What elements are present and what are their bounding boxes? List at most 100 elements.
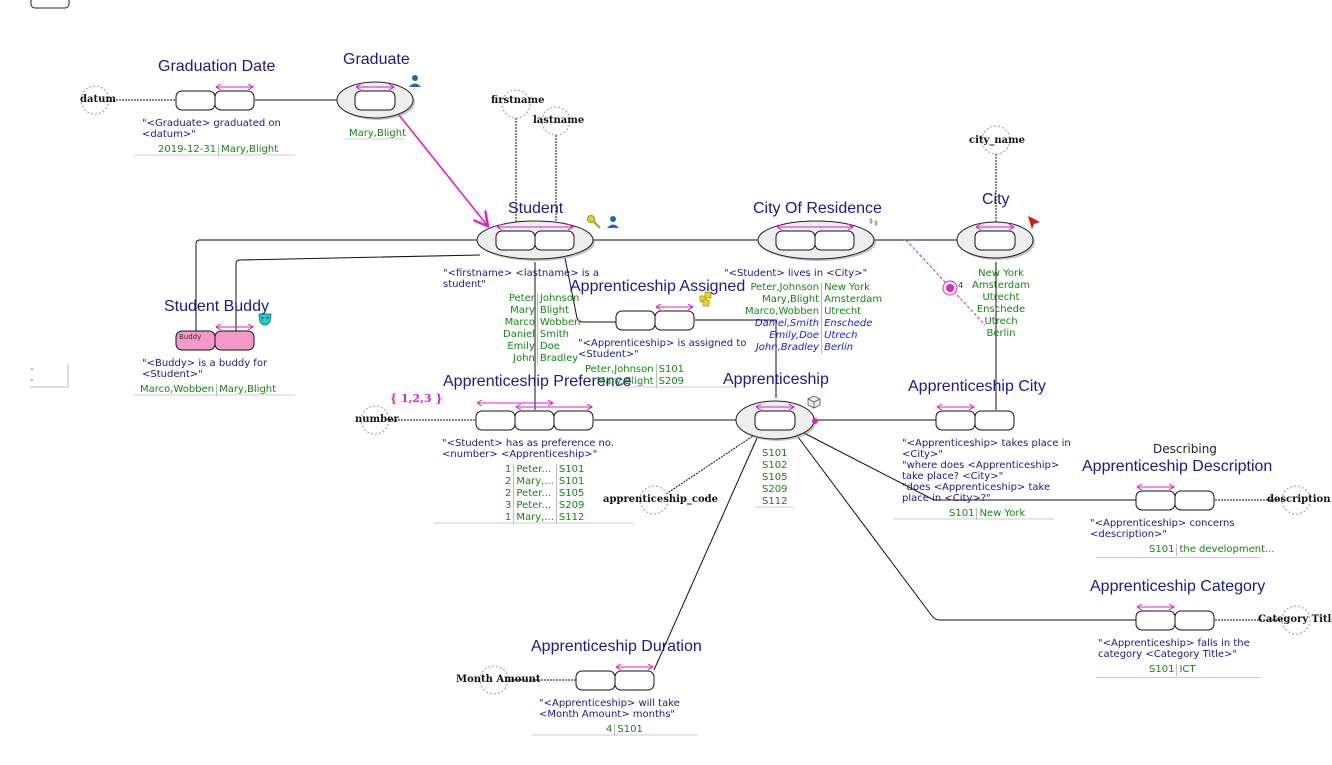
subtype-arrow[interactable]	[394, 109, 487, 225]
population-cell: John,Bradley	[755, 342, 820, 353]
population-cell: New York	[976, 508, 1028, 520]
population-row: Mary,Blight	[347, 128, 408, 140]
subset-constraint-line[interactable]	[905, 239, 986, 326]
value-type-lastname[interactable]: lastname	[533, 115, 585, 126]
verbalization-apprenticeship-category: "<Apprenticeship> falls in the category …	[1098, 638, 1250, 660]
value-type-category-title[interactable]: Category Title	[1258, 614, 1332, 625]
fact-title-graduation-date[interactable]: Graduation Date	[158, 58, 276, 75]
value-constraint-preference[interactable]: { 1,2,3 }	[390, 392, 443, 405]
population-cell: Berlin	[821, 342, 885, 354]
population-cell: Daniel	[503, 329, 535, 340]
population-row: New York	[970, 268, 1032, 280]
population-cell: Mary,...	[513, 512, 557, 524]
population-cell: Marco,Wobben	[745, 306, 820, 317]
population-graduate: Mary,Blight	[347, 128, 408, 140]
footprints-icon	[869, 218, 878, 226]
value-type-city-name[interactable]: city_name	[969, 135, 1026, 146]
population-cell: Utrecht	[982, 292, 1020, 303]
population-cell: S101	[1149, 544, 1175, 555]
fact-title-apprenticeship-assigned[interactable]: Apprenticeship Assigned	[570, 278, 746, 295]
entity-title-city[interactable]: City	[982, 191, 1010, 208]
value-connectors	[110, 99, 1282, 681]
population-cell: Peter	[508, 293, 535, 304]
value-type-month-amount[interactable]: Month Amount	[456, 674, 541, 685]
population-cell: Wobben	[536, 317, 583, 329]
population-cell: Marco,Wobben	[140, 384, 215, 395]
population-cell: Mary,Blight	[596, 376, 654, 387]
value-type-description[interactable]: description	[1267, 494, 1331, 505]
entity-title-student[interactable]: Student	[508, 200, 564, 217]
stub-box[interactable]	[30, 0, 70, 9]
fact-title-city-of-residence[interactable]: City Of Residence	[753, 200, 882, 217]
population-cell: John	[513, 353, 535, 364]
population-row: Utrecht	[970, 292, 1032, 304]
fact-title-apprenticeship-description[interactable]: Apprenticeship Description	[1082, 458, 1273, 475]
mandatory-dot	[812, 418, 818, 424]
population-cell: S112	[762, 496, 788, 507]
entity-title-graduate[interactable]: Graduate	[343, 51, 410, 68]
population-cell: S101	[555, 464, 587, 476]
masks-icon	[258, 313, 272, 326]
population-cell: Mary,Blight	[349, 128, 406, 139]
left-stub-item: -	[30, 364, 34, 375]
value-type-datum[interactable]: datum	[80, 94, 116, 105]
population-cell: Mary,Blight	[762, 294, 820, 305]
population-cell: S102	[762, 460, 788, 471]
value-type-apprenticeship-code[interactable]: apprenticeship_code	[603, 494, 719, 505]
population-cell: S101	[762, 448, 788, 459]
fact-title-apprenticeship-category[interactable]: Apprenticeship Category	[1090, 578, 1266, 595]
population-cell: Peter...	[513, 500, 557, 512]
value-type-circles	[80, 85, 1311, 695]
verbalization-city-of-residence: "<Student> lives in <City>"	[724, 268, 868, 279]
population-cell: 2	[505, 476, 512, 487]
population-row: Enschede	[970, 304, 1032, 316]
population-row: Utrech	[970, 316, 1032, 328]
population-cell: S209	[555, 500, 587, 512]
fact-title-apprenticeship-city[interactable]: Apprenticeship City	[908, 378, 1046, 395]
description-underline	[1096, 557, 1260, 558]
population-cell: Smith	[536, 329, 583, 341]
uniqueness-constraints[interactable]	[216, 87, 1174, 667]
subset-constraint-marker: 4	[958, 281, 964, 290]
population-cell: S101	[614, 724, 645, 736]
role-connectors	[195, 99, 1136, 671]
population-cell: Utrecht	[821, 306, 885, 318]
fact-title-student-buddy[interactable]: Student Buddy	[164, 298, 269, 315]
buddy-role-boxes[interactable]	[175, 330, 255, 351]
population-cell: Mary,...	[513, 476, 557, 488]
role-boxes[interactable]	[175, 90, 1215, 691]
group-title: Describing	[1153, 442, 1217, 456]
population-cell: Enschede	[821, 318, 885, 330]
entity-title-apprenticeship[interactable]: Apprenticeship	[723, 371, 829, 388]
fact-title-apprenticeship-duration[interactable]: Apprenticeship Duration	[531, 638, 702, 655]
value-type-firstname[interactable]: firstname	[491, 95, 545, 106]
population-cell: S105	[762, 472, 788, 483]
population-cell: 1	[505, 464, 512, 475]
value-type-number[interactable]: number	[355, 414, 399, 425]
verbalization-graduation-date: "<Graduate> graduated on <datum>"	[142, 118, 281, 140]
population-underlines	[134, 138, 1054, 736]
population-cell: Mary	[510, 305, 535, 316]
verbalization-student-buddy: "<Buddy> is a buddy for <Student>"	[142, 358, 268, 380]
key-icon	[587, 215, 601, 229]
population-cell: S112	[555, 512, 587, 524]
fact-title-apprenticeship-preference[interactable]: Apprenticeship Preference	[443, 373, 632, 390]
